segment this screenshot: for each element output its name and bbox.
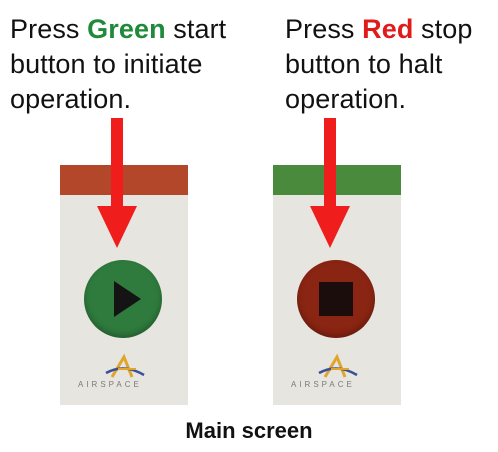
airspace-logo-text: AIRSPACE bbox=[78, 380, 142, 389]
start-instruction: Press Green start button to initiate ope… bbox=[10, 12, 250, 117]
start-screen-panel: AIRSPACE bbox=[60, 165, 188, 405]
start-instruction-prefix: Press bbox=[10, 14, 88, 44]
start-panel-top-bar bbox=[60, 165, 188, 195]
down-arrow-icon bbox=[97, 118, 137, 248]
airspace-logo: AIRSPACE bbox=[74, 353, 174, 397]
start-button[interactable] bbox=[84, 260, 162, 338]
airspace-logo: AIRSPACE bbox=[287, 353, 387, 397]
play-icon bbox=[114, 281, 141, 317]
start-instruction-suffix: start button to initiate operation. bbox=[10, 14, 227, 114]
airspace-logo-text: AIRSPACE bbox=[291, 380, 355, 389]
stop-screen-panel: AIRSPACE bbox=[273, 165, 401, 405]
stop-panel-top-bar bbox=[273, 165, 401, 195]
start-keyword-green: Green bbox=[87, 14, 166, 44]
main-screen-label: Main screen bbox=[185, 418, 313, 443]
stop-keyword-red: Red bbox=[362, 14, 414, 44]
down-arrow-icon bbox=[310, 118, 350, 248]
stop-instruction-suffix: stop button to halt operation. bbox=[285, 14, 473, 114]
stop-icon bbox=[319, 282, 353, 316]
stop-instruction-prefix: Press bbox=[285, 14, 363, 44]
airspace-logo-mark-icon bbox=[318, 353, 358, 378]
airspace-logo-mark-icon bbox=[105, 353, 145, 378]
stop-button[interactable] bbox=[297, 260, 375, 338]
stop-instruction: Press Red stop button to halt operation. bbox=[285, 12, 490, 117]
